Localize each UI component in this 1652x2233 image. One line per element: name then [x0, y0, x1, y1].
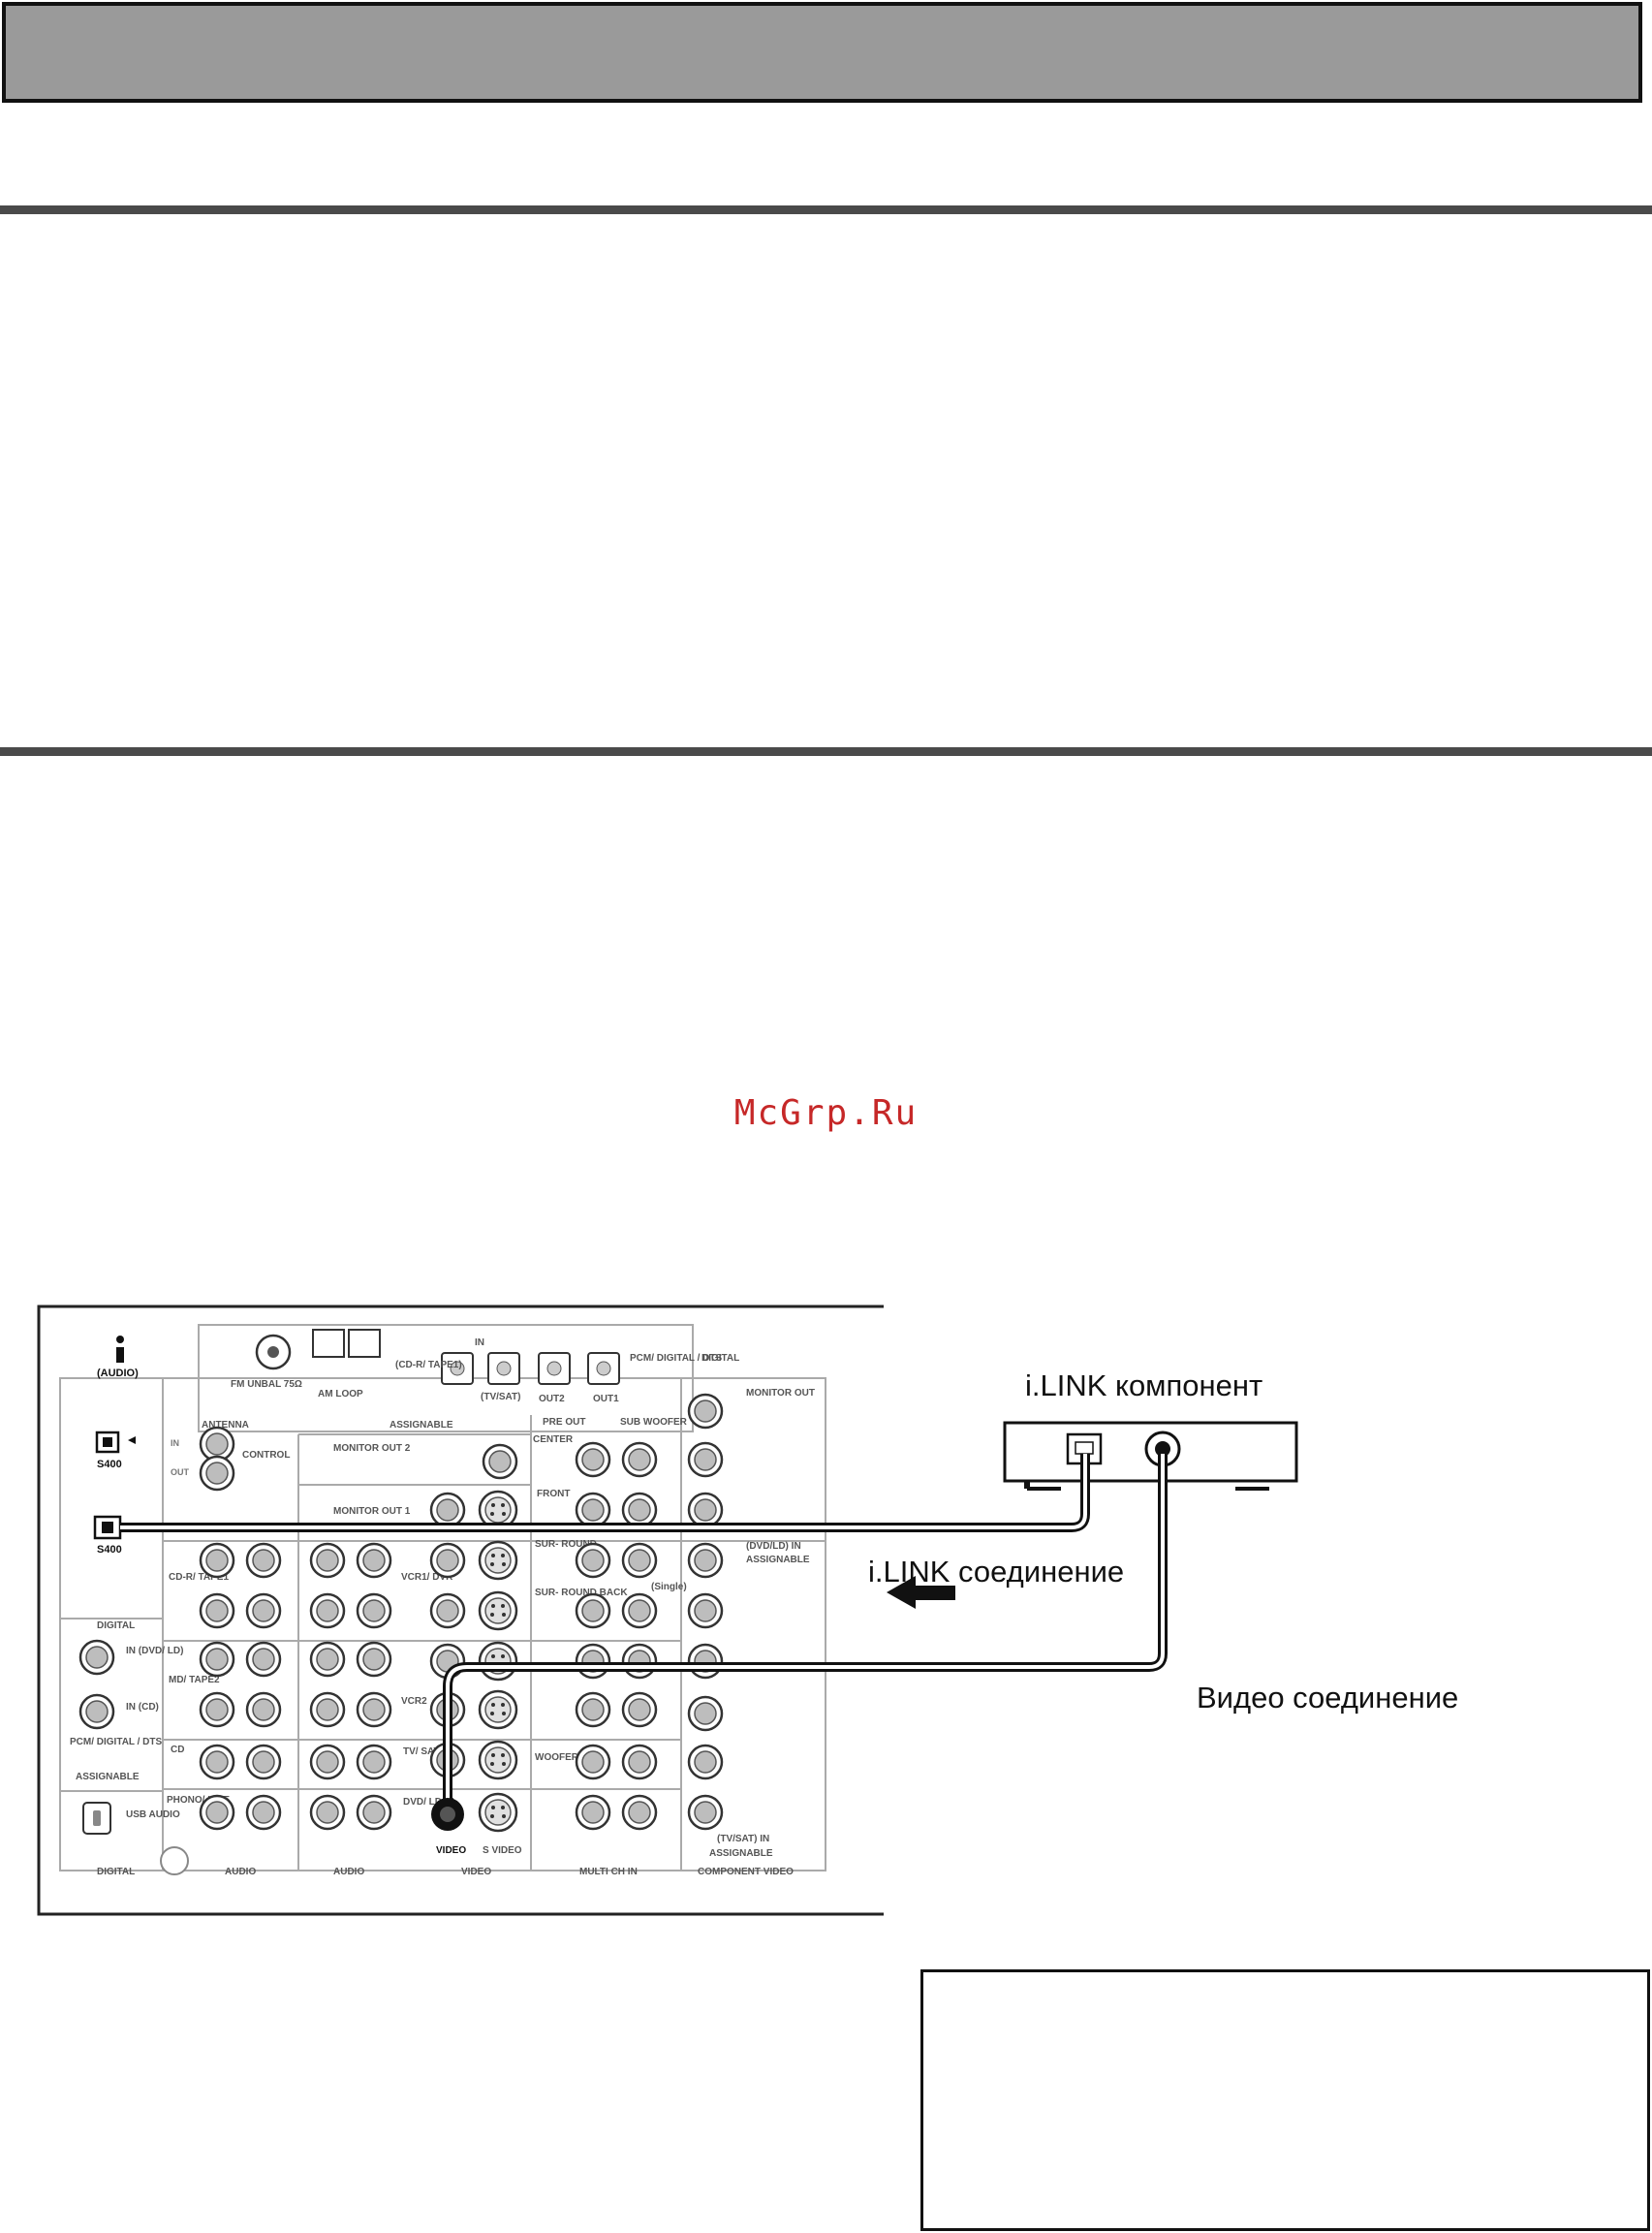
dvd-ld-in-row-label: DVD/ LD IN: [403, 1797, 454, 1808]
ground-terminal: [160, 1846, 189, 1875]
tv-sat-in-assign-label: (TV/SAT) IN: [717, 1834, 769, 1844]
bottom-audio-2-label: AUDIO: [333, 1867, 364, 1877]
cd-r-tape1-top-label: (CD-R/ TAPE1): [395, 1360, 462, 1370]
cd-r-tape1-row-label: CD-R/ TAPE1: [169, 1572, 229, 1583]
audio-jacks: [199, 1542, 392, 1831]
video-label: VIDEO: [436, 1845, 466, 1856]
s400-top-label: S400: [97, 1459, 122, 1470]
in-top-label: IN: [475, 1337, 484, 1348]
fm-label: FM UNBAL 75Ω: [231, 1379, 302, 1390]
panel-frame: [37, 1305, 884, 1916]
am-loop-label: AM LOOP: [318, 1389, 363, 1400]
video-connection-label: Видео соединение: [1197, 1681, 1458, 1714]
component-jacks: [687, 1393, 724, 1831]
bottom-multi-label: MULTI CH IN: [579, 1867, 638, 1877]
usb-audio-label: USB AUDIO: [126, 1809, 180, 1820]
cd-label: CD: [171, 1745, 184, 1755]
ilink-port-bottom: [93, 1515, 122, 1540]
connection-diagram: FM UNBAL 75Ω AM LOOP ANTENNA (CD-R/ TAPE…: [0, 1299, 1652, 1919]
s400-bottom-label: S400: [97, 1544, 122, 1556]
front-label: FRONT: [537, 1489, 570, 1499]
center-label: CENTER: [533, 1434, 574, 1445]
sub-woofer-label: SUB WOOFER: [620, 1417, 688, 1428]
md-tape2-label: MD/ TAPE2: [169, 1675, 220, 1685]
out1-label: OUT1: [593, 1394, 619, 1404]
ilink-cable: [120, 1454, 1090, 1532]
vcr1-dvr-label: VCR1/ DVR: [401, 1572, 453, 1583]
digital-left-label: DIGITAL: [97, 1620, 135, 1631]
in-cd-label: IN (CD): [126, 1702, 159, 1713]
tv-sat-top-label: (TV/SAT): [481, 1392, 520, 1402]
s-video-label: S VIDEO: [483, 1845, 522, 1856]
ilink-component-device: [1003, 1421, 1298, 1491]
bottom-video-label: VIDEO: [461, 1867, 491, 1877]
audio-label: (AUDIO): [97, 1368, 139, 1379]
monitor-out-2-label: MONITOR OUT 2: [333, 1443, 411, 1454]
pre-out-label: PRE OUT: [543, 1417, 585, 1428]
monitor-out-1-label: MONITOR OUT 1: [333, 1506, 411, 1517]
surround-back-label: SUR- ROUND BACK: [535, 1588, 628, 1598]
digital-top-label: DIGITAL: [701, 1353, 739, 1364]
vcr2-label: VCR2: [401, 1696, 427, 1707]
woofer-label: WOOFER: [535, 1752, 579, 1763]
section-divider-2: [0, 747, 1652, 756]
monitor-out-label: MONITOR OUT: [746, 1388, 815, 1399]
pcm-digital-top-label: PCM/ DIGITAL / DTS: [630, 1353, 723, 1364]
pcm-left-label: PCM/ DIGITAL / DTS: [70, 1737, 163, 1747]
out2-label: OUT2: [539, 1394, 565, 1404]
assignable-bottom-label: ASSIGNABLE: [709, 1848, 773, 1859]
signal-direction-arrow-icon: [887, 1576, 955, 1609]
phono-line-label: PHONO/ LINE: [167, 1795, 230, 1806]
header-bar: [2, 2, 1642, 103]
assignable-left-label: ASSIGNABLE: [76, 1772, 140, 1782]
receiver-rear-panel: [59, 1324, 826, 1871]
control-in-badge: IN: [171, 1438, 179, 1448]
ilink-port-top: [95, 1431, 136, 1454]
single-label: (Single): [651, 1582, 687, 1592]
top-connectors: [255, 1329, 620, 1385]
video-cable: [431, 1454, 1168, 1831]
control-label: CONTROL: [242, 1450, 290, 1461]
in-dvd-ld-label: IN (DVD/ LD): [126, 1646, 183, 1656]
bottom-digital-label: DIGITAL: [97, 1867, 135, 1877]
assignable-top-label: ASSIGNABLE: [390, 1420, 453, 1431]
dvd-ld-in-label: (DVD/LD) IN: [746, 1541, 801, 1552]
bottom-component-label: COMPONENT VIDEO: [698, 1867, 794, 1877]
ilink-connection-label: i.LINK соединение: [868, 1555, 1124, 1588]
note-box: [920, 1969, 1650, 2231]
watermark: McGrp.Ru: [733, 1093, 919, 1133]
assignable-dvd-label: ASSIGNABLE: [746, 1555, 810, 1565]
connection-diagram-svg: FM UNBAL 75Ω AM LOOP ANTENNA (CD-R/ TAPE…: [37, 1305, 1458, 1916]
control-out-badge: OUT: [171, 1467, 190, 1477]
multich-jacks: [575, 1441, 658, 1831]
ilink-logo-icon: [116, 1336, 124, 1363]
section-divider-1: [0, 205, 1652, 214]
bottom-audio-1-label: AUDIO: [225, 1867, 256, 1877]
ilink-component-label: i.LINK компонент: [1025, 1368, 1262, 1402]
surround-label: SUR- ROUND: [535, 1539, 597, 1550]
tv-sat-in-label: TV/ SAT IN: [403, 1746, 452, 1757]
antenna-label: ANTENNA: [202, 1420, 249, 1431]
